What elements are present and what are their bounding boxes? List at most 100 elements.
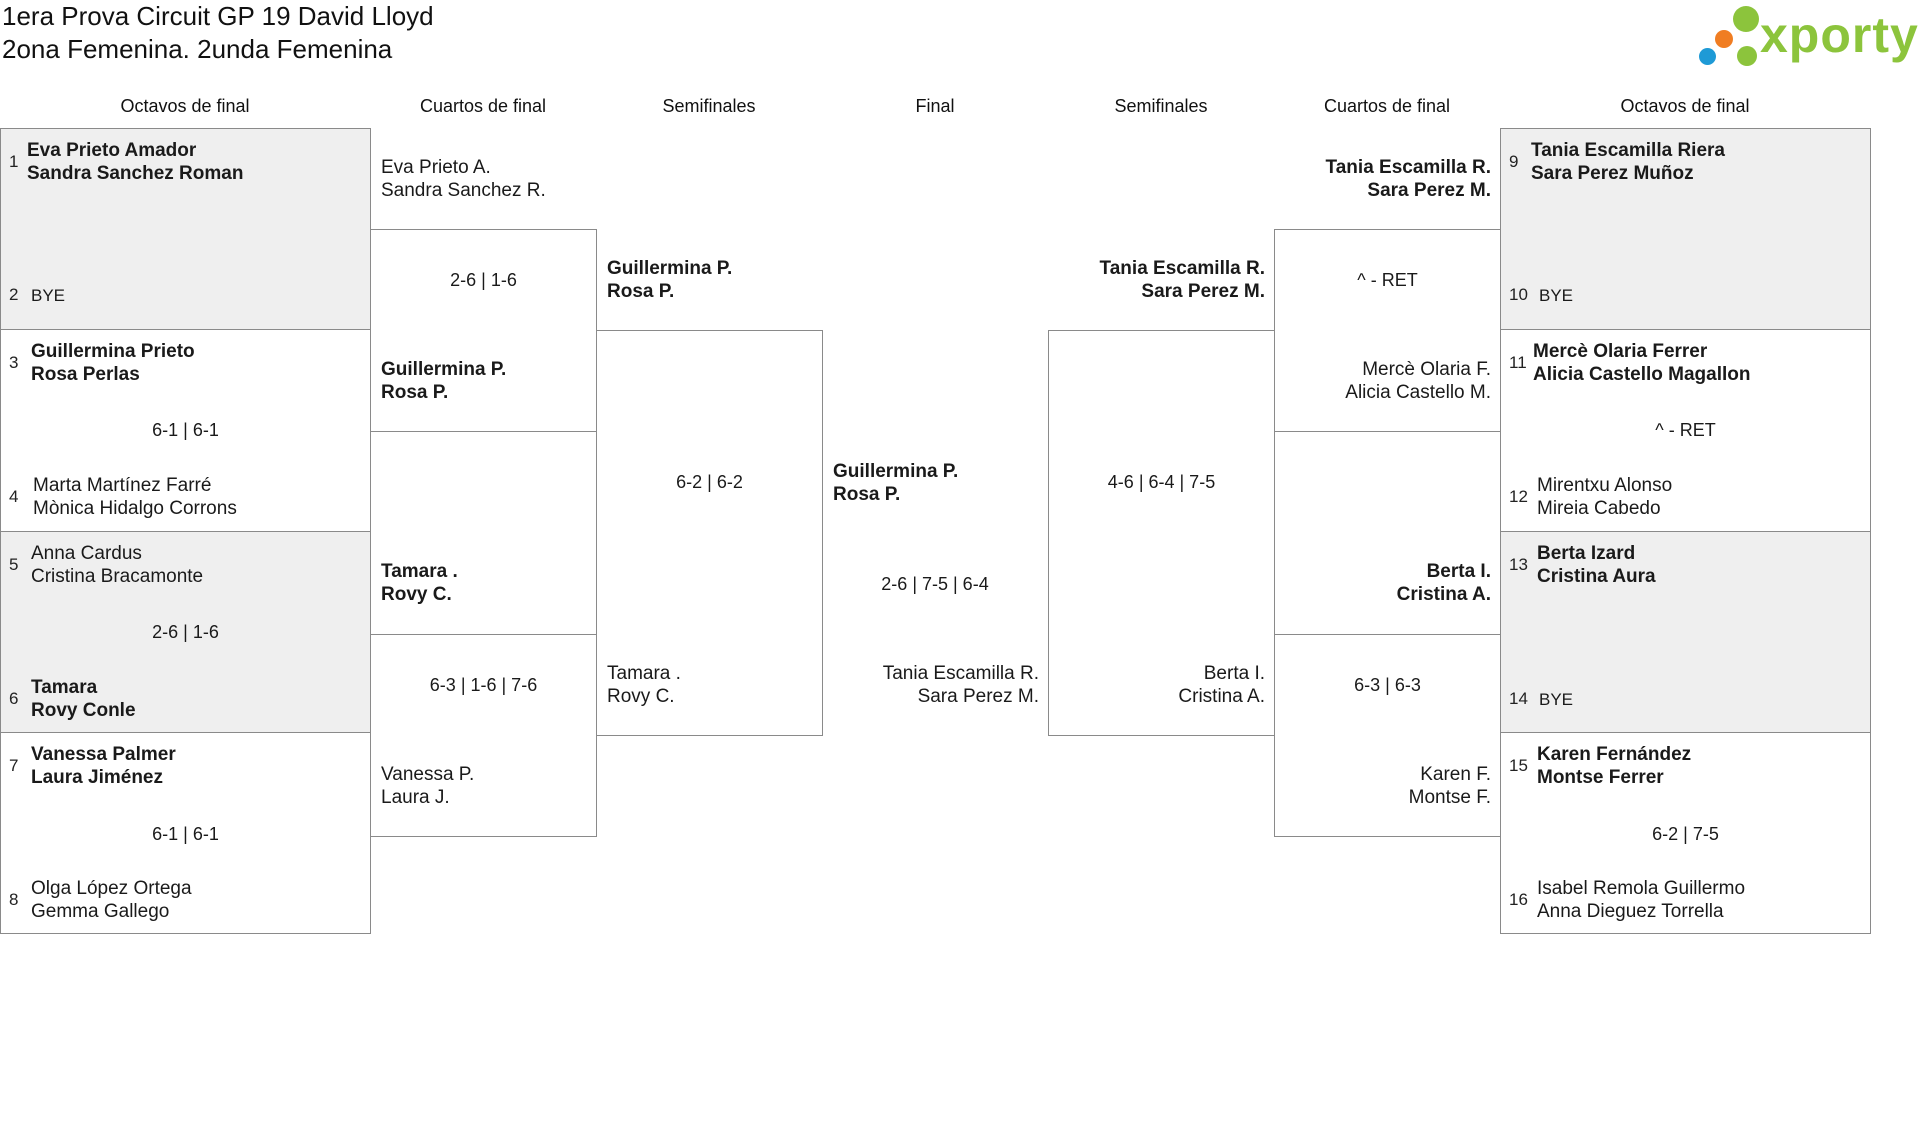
player-name: Laura J. (381, 787, 450, 808)
player-name: Cristina Bracamonte (31, 566, 204, 587)
final-score: 2-6 | 7-5 | 6-4 (881, 574, 989, 594)
r16-match-5 (1500, 128, 1871, 330)
col-header-sf-right: Semifinales (1114, 96, 1208, 116)
logo-dot-green-small (1737, 46, 1757, 66)
seed-number: 7 (9, 756, 19, 775)
match-score: 2-6 | 1-6 (152, 622, 219, 642)
match-score: 6-3 | 1-6 | 7-6 (429, 675, 538, 695)
player-name: Sara Perez M. (1141, 281, 1265, 302)
player-name: Rovy C. (381, 584, 452, 605)
player-name: Guillermina P. (381, 359, 507, 380)
seed-number: 9 (1509, 152, 1519, 171)
seed-number: 16 (1509, 890, 1528, 909)
seed-number: 11 (1509, 353, 1527, 372)
player-name: Mercè Olaria F. (1362, 359, 1491, 380)
player-name: Montse Ferrer (1537, 767, 1664, 788)
player-name: Olga López Ortega (31, 878, 192, 899)
player-name: Vanessa P. (381, 764, 475, 785)
player-name: Sara Perez Muñoz (1531, 163, 1694, 184)
player-name: Berta I. (1426, 561, 1491, 582)
bye-label: BYE (1539, 690, 1574, 709)
player-name: Guillermina P. (833, 461, 959, 482)
seed-number: 13 (1509, 555, 1528, 574)
match-score: ^ - RET (1357, 270, 1418, 290)
player-name: Sara Perez M. (1367, 180, 1491, 201)
player-name: Guillermina Prieto (31, 341, 195, 362)
player-name: Tania Escamilla R. (1325, 157, 1491, 178)
player-name: Berta Izard (1537, 543, 1636, 564)
player-name: Eva Prieto Amador (27, 140, 197, 161)
seed-number: 12 (1509, 487, 1528, 506)
player-name: Tamara . (607, 663, 681, 684)
player-name: Mireia Cabedo (1537, 498, 1661, 519)
player-name: Gemma Gallego (31, 901, 170, 922)
player-name: Karen Fernández (1537, 744, 1692, 765)
logo-dot-orange (1715, 30, 1733, 48)
seed-number: 8 (9, 890, 19, 909)
seed-number: 3 (9, 353, 19, 372)
r16-match-1 (0, 128, 371, 330)
col-header-final: Final (915, 96, 955, 116)
xporty-logo[interactable] (1695, 4, 1920, 72)
col-header-sf-left: Semifinales (662, 96, 756, 116)
match-score: 6-2 | 6-2 (676, 472, 743, 492)
col-header-qf-left: Cuartos de final (419, 96, 547, 116)
r16-match-7 (1500, 531, 1871, 733)
player-name: Anna Dieguez Torrella (1537, 901, 1724, 922)
col-header-r16-right: Octavos de final (1620, 96, 1750, 116)
bye-label: BYE (1539, 286, 1574, 305)
player-name: Guillermina P. (607, 258, 733, 279)
seed-number: 5 (9, 555, 19, 574)
r16-match-8 (1500, 732, 1871, 934)
player-name: Rosa P. (381, 382, 449, 403)
player-name: Sara Perez M. (917, 686, 1039, 707)
player-name: Rosa P. (607, 281, 675, 302)
player-name: Sandra Sanchez Roman (27, 163, 244, 184)
tournament-title: 1era Prova Circuit GP 19 David Lloyd (2, 1, 434, 31)
player-name: Mercè Olaria Ferrer (1533, 341, 1708, 362)
player-name: Laura Jiménez (31, 767, 163, 788)
player-name: Marta Martínez Farré (33, 475, 212, 496)
bye-label: BYE (31, 286, 66, 305)
player-name: Alicia Castello Magallon (1533, 364, 1751, 385)
player-name: Montse F. (1408, 787, 1491, 808)
player-name: Cristina A. (1396, 584, 1491, 605)
seed-number: 6 (9, 689, 19, 708)
logo-text: xporty (1760, 7, 1919, 63)
logo-dot-green (1733, 6, 1759, 32)
player-name: Tania Escamilla R. (1099, 258, 1265, 279)
player-name: Sandra Sanchez R. (381, 180, 546, 201)
player-name: Mirentxu Alonso (1537, 475, 1673, 496)
player-name: Anna Cardus (31, 543, 142, 564)
match-score: 6-1 | 6-1 (152, 420, 219, 440)
player-name: Tania Escamilla R. (882, 663, 1039, 684)
seed-number: 15 (1509, 756, 1528, 775)
col-header-qf-right: Cuartos de final (1323, 96, 1451, 116)
player-name: Tamara . (381, 561, 458, 582)
player-name: Vanessa Palmer (31, 744, 176, 765)
player-name: Eva Prieto A. (381, 157, 491, 178)
col-header-r16-left: Octavos de final (120, 96, 250, 116)
seed-number: 10 (1509, 285, 1528, 304)
seed-number: 14 (1509, 689, 1528, 708)
player-name: Cristina Aura (1537, 566, 1656, 587)
tournament-subtitle: 2ona Femenina. 2unda Femenina (2, 34, 393, 64)
match-score: 6-1 | 6-1 (152, 824, 219, 844)
match-score: 2-6 | 1-6 (450, 270, 517, 290)
player-name: Karen F. (1420, 764, 1491, 785)
logo-dot-blue (1699, 48, 1716, 65)
sf-match-right (1048, 330, 1275, 736)
match-score: 6-3 | 6-3 (1354, 675, 1421, 695)
match-score: 6-2 | 7-5 (1652, 824, 1719, 844)
player-name: Rosa P. (833, 484, 901, 505)
player-name: Alicia Castello M. (1345, 382, 1491, 403)
player-name: Cristina A. (1178, 686, 1265, 707)
match-score: 4-6 | 6-4 | 7-5 (1107, 472, 1216, 492)
sf-match-left (596, 330, 823, 736)
player-name: Rosa Perlas (31, 364, 140, 385)
player-name: Tamara (31, 677, 98, 698)
seed-number: 4 (9, 487, 19, 506)
seed-number: 1 (9, 152, 19, 171)
player-name: Berta I. (1203, 663, 1265, 684)
match-score: ^ - RET (1655, 420, 1716, 440)
